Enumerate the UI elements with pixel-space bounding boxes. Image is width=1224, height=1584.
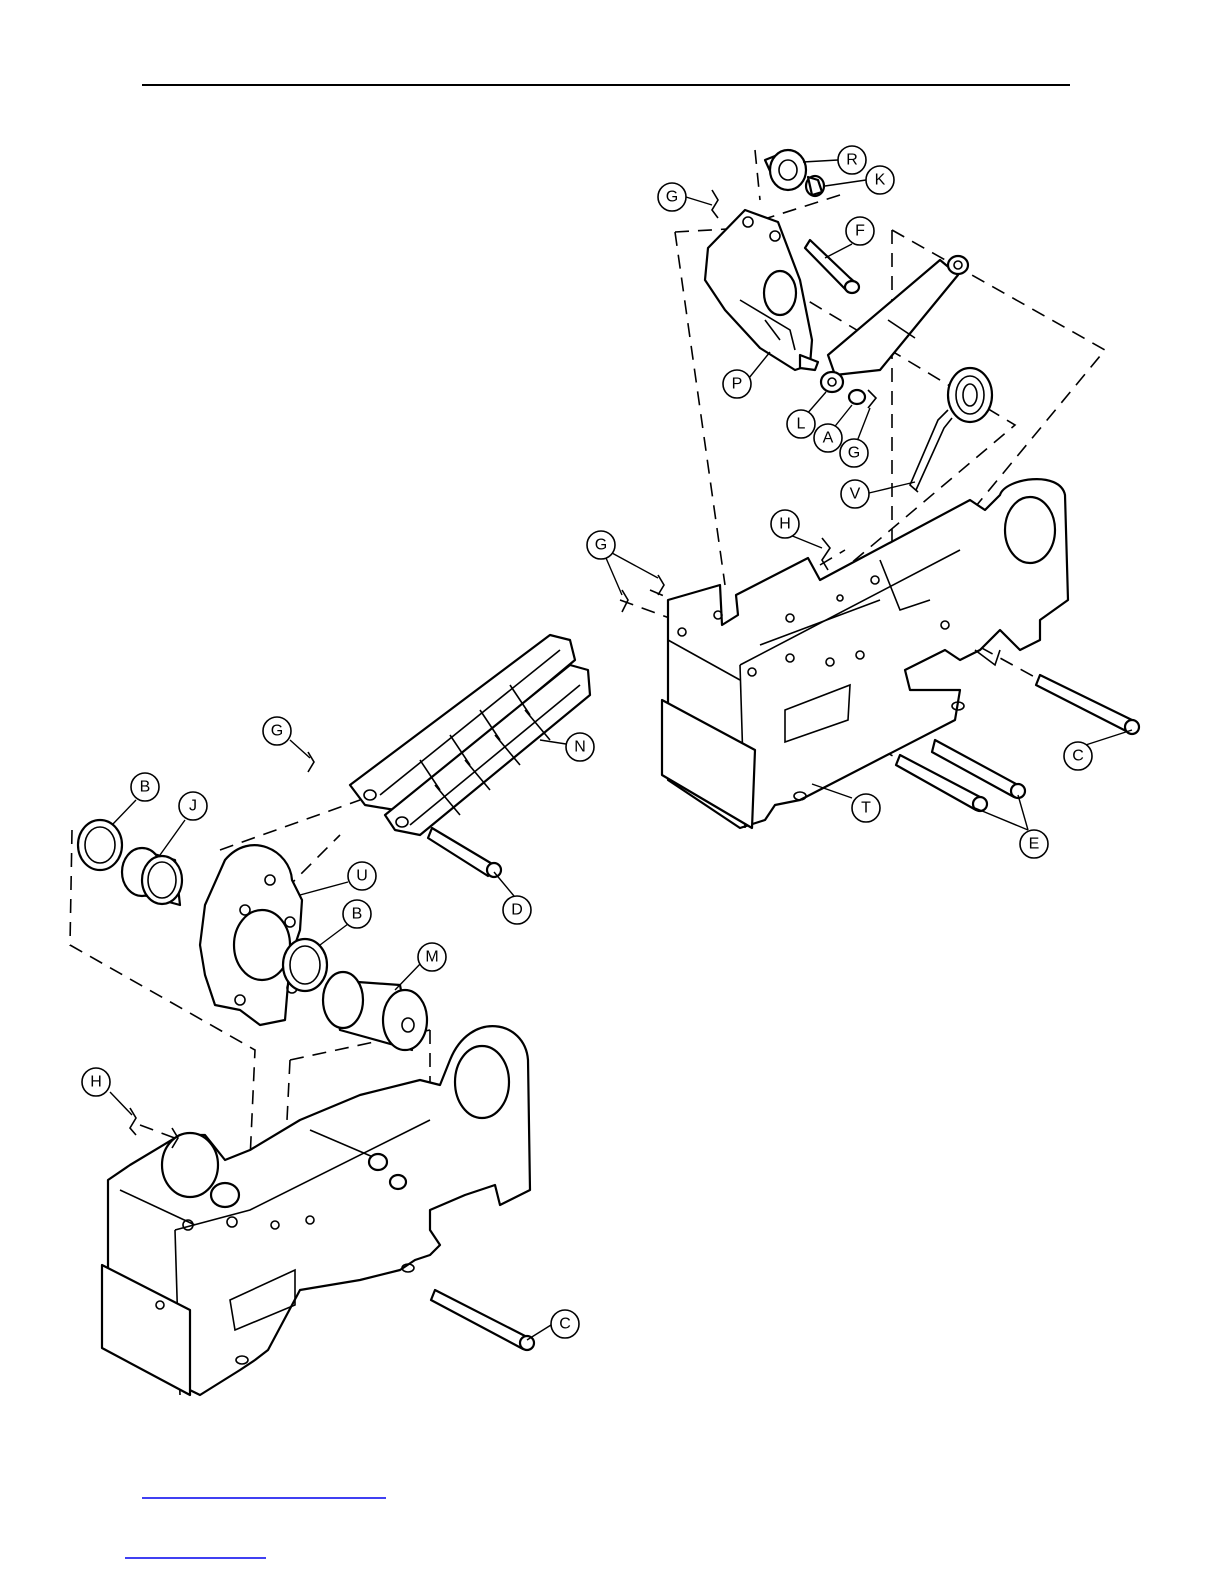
callout-l: L [787,410,815,438]
svg-text:G: G [271,723,283,740]
svg-text:A: A [823,430,834,447]
pin-f-part [805,240,859,293]
washer-part [849,390,865,404]
frame-lower-part [102,1026,530,1395]
callout-n: N [566,733,594,761]
svg-text:G: G [666,189,678,206]
callout-h-lower: H [82,1068,110,1096]
callout-b-right: B [343,900,371,928]
svg-text:J: J [189,798,197,815]
svg-text:C: C [559,1316,571,1333]
cam-plate-part [200,845,302,1025]
svg-text:U: U [356,868,368,885]
svg-text:H: H [779,516,791,533]
roller-m-part [323,972,427,1050]
svg-text:F: F [855,223,865,240]
callout-m: M [418,943,446,971]
pin-c-upper-part [1036,675,1139,734]
callout-v: V [841,480,869,508]
bushing-part [806,176,824,196]
clip-g-left1 [658,575,664,595]
svg-text:V: V [850,486,861,503]
clip-g-arm [308,752,314,772]
roller-part [765,150,806,190]
svg-text:M: M [425,949,438,966]
washer-b-left-part [78,820,122,870]
callout-a: A [814,424,842,452]
clip-h-lower1 [130,1108,136,1135]
callout-k: K [866,166,894,194]
frame-t-part [662,479,1068,828]
bushing-j-part [122,848,182,905]
follower-arm-part [350,635,590,835]
callout-d: D [503,896,531,924]
callout-u: U [348,862,376,890]
callout-f: F [846,217,874,245]
clip-h-upper [822,538,830,570]
svg-text:D: D [511,902,523,919]
clip-g-middle [868,390,876,408]
callout-h-upper: H [771,510,799,538]
svg-text:L: L [797,416,806,433]
callout-e: E [1020,830,1048,858]
cam-link-part [705,210,818,370]
callout-c-lower: C [551,1310,579,1338]
svg-text:K: K [875,172,886,189]
torsion-spring-part [910,368,992,492]
svg-text:G: G [848,445,860,462]
upper-assembly [620,150,1139,828]
svg-text:E: E [1029,836,1040,853]
callout-g-arm: G [263,717,291,745]
pin-c-lower-part [431,1290,534,1350]
svg-text:B: B [352,906,363,923]
svg-text:T: T [861,800,871,817]
lower-assembly [70,635,590,1395]
svg-text:B: B [140,779,151,796]
svg-text:R: R [846,152,858,169]
callout-j: J [179,792,207,820]
callout-g-left: G [587,531,615,559]
washer-b-right-part [283,939,327,991]
callout-p: P [723,370,751,398]
svg-text:C: C [1072,748,1084,765]
callout-g-middle: G [840,439,868,467]
callout-b-left: B [131,773,159,801]
svg-text:H: H [90,1074,102,1091]
clip-g-upper [712,190,718,218]
callout-g-upper: G [658,183,686,211]
svg-text:P: P [732,376,743,393]
callout-t: T [852,794,880,822]
svg-text:G: G [595,537,607,554]
callout-c-upper: C [1064,742,1092,770]
pin-d-part [428,828,501,877]
callout-r: R [838,146,866,174]
svg-text:N: N [574,739,586,756]
